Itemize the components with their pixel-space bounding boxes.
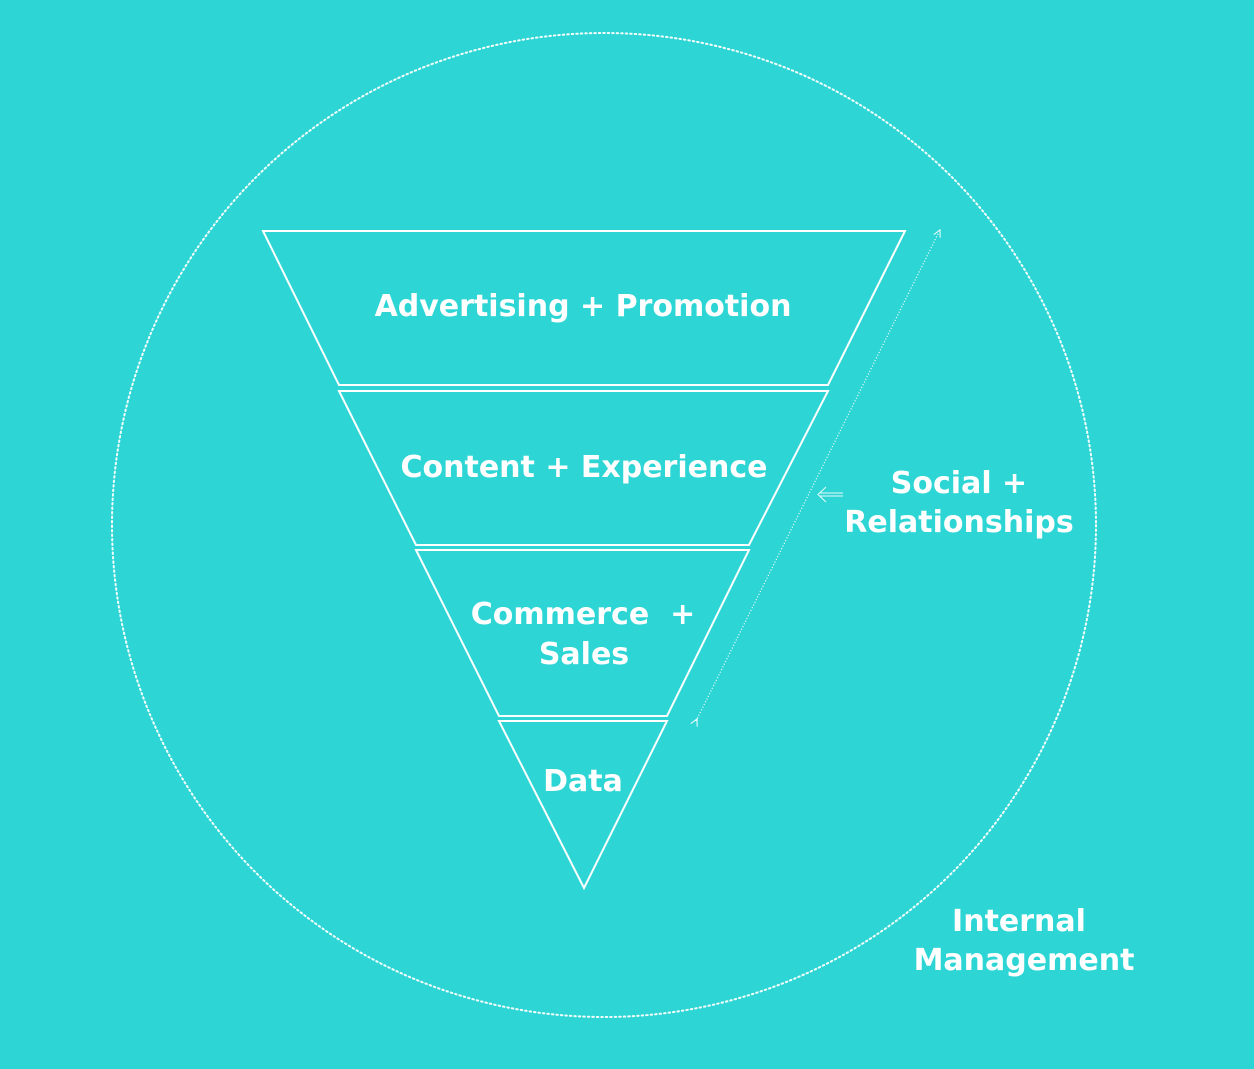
label-management: Management xyxy=(914,943,1135,978)
label-content-experience: Content + Experience xyxy=(401,450,768,485)
social-span-arrow xyxy=(696,232,939,721)
label-commerce: Commerce + xyxy=(471,597,695,632)
funnel-layer-data xyxy=(497,720,669,891)
label-internal: Internal xyxy=(952,904,1086,939)
pointer-arrow-icon xyxy=(817,486,843,503)
funnel-layer-commerce xyxy=(414,549,751,717)
label-advertising-promotion: Advertising + Promotion xyxy=(375,289,792,324)
label-data: Data xyxy=(543,764,623,799)
label-social: Social + xyxy=(891,466,1027,501)
label-sales: Sales xyxy=(539,637,629,672)
label-relationships: Relationships xyxy=(844,505,1073,540)
internal-management-circle xyxy=(111,32,1097,1018)
